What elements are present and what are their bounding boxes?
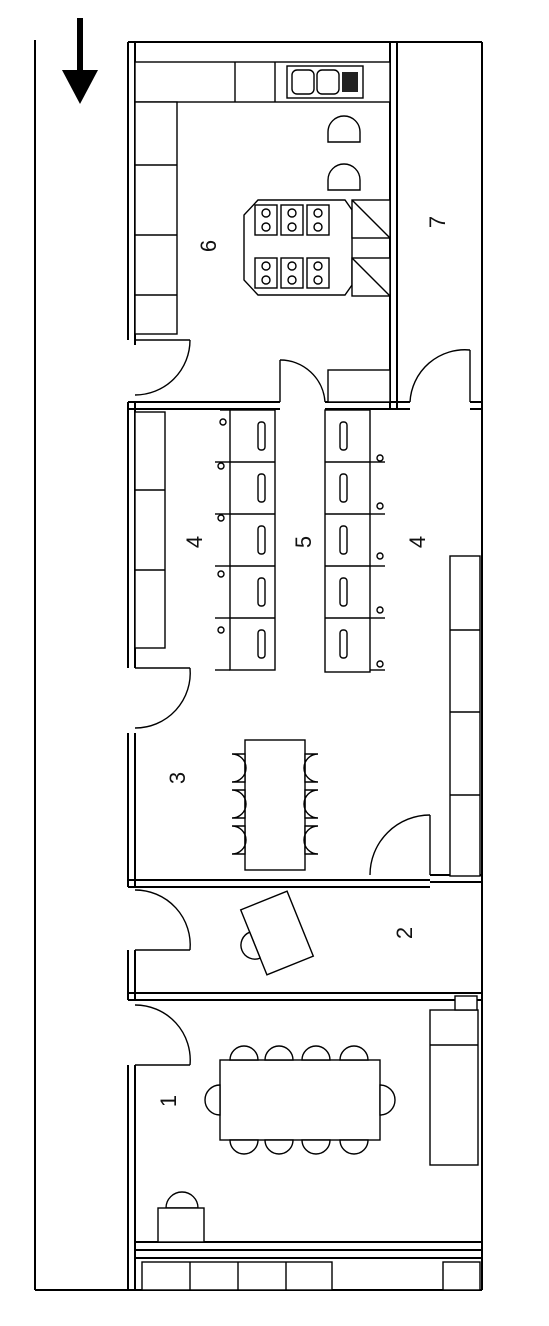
- bottom-lockers: [141, 1261, 481, 1291]
- room-label-7: 7: [425, 216, 450, 228]
- outer-walls: [34, 40, 483, 1291]
- lab-sink-icons: [257, 421, 348, 659]
- office-desk: [239, 890, 315, 976]
- conference-table: [204, 1045, 396, 1155]
- room-label-5: 5: [291, 536, 316, 548]
- kitchen-cabinets: [351, 199, 391, 297]
- room-label-3: 3: [165, 772, 190, 784]
- sofa: [429, 995, 479, 1166]
- sink-icon: [286, 65, 364, 99]
- room-label-4-right: 4: [405, 536, 430, 548]
- doors: [134, 339, 471, 1066]
- side-cabinets: [449, 555, 481, 877]
- room-label-2: 2: [392, 927, 417, 939]
- stove-island-icon: [243, 199, 353, 296]
- room1-stool: [157, 1191, 205, 1243]
- lab-bench-right: [324, 409, 385, 673]
- kitchen-stools: [327, 115, 361, 191]
- room-label-6: 6: [196, 240, 221, 252]
- room-label-4-left: 4: [182, 536, 207, 548]
- room-label-1: 1: [156, 1095, 181, 1107]
- lab-bench-left: [134, 409, 276, 671]
- lab-stools: [217, 418, 384, 668]
- meeting-table: [231, 739, 319, 871]
- arrow-down-icon: [62, 18, 98, 104]
